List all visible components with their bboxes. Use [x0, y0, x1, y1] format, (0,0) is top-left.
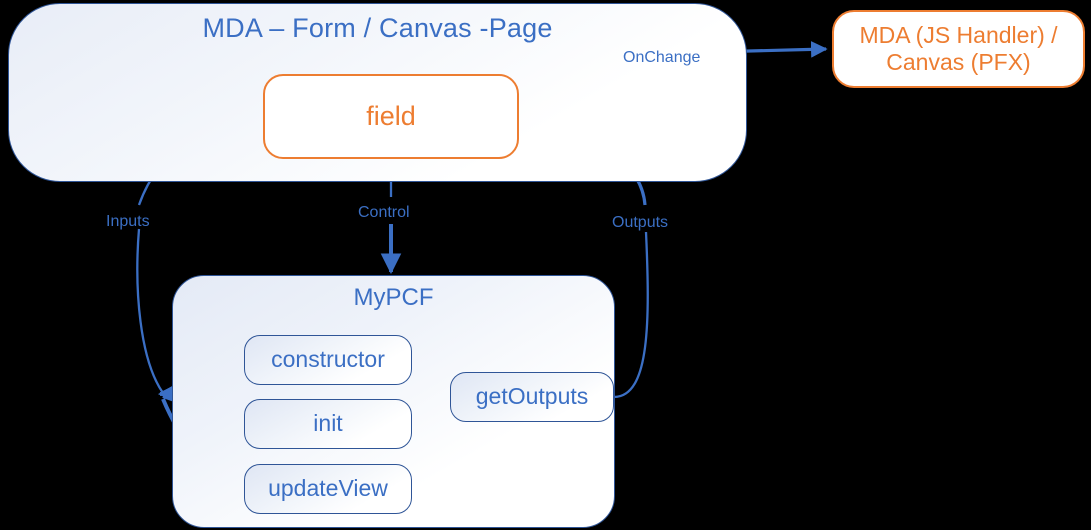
- method-box-getoutputs[interactable]: getOutputs: [450, 372, 614, 422]
- method-box-init[interactable]: init: [244, 399, 412, 449]
- edge-label-inputs: Inputs: [106, 213, 150, 230]
- mda-js-handler-canvas-pfx-box[interactable]: MDA (JS Handler) / Canvas (PFX): [832, 10, 1085, 88]
- mypcf-title: MyPCF: [353, 284, 434, 311]
- method-label-constructor: constructor: [271, 346, 385, 373]
- method-box-updateview[interactable]: updateView: [244, 464, 412, 514]
- mda-container-title: MDA – Form / Canvas -Page: [202, 13, 553, 43]
- handler-line-1: MDA (JS Handler) /: [859, 21, 1058, 48]
- edge-outputs-lower: [613, 231, 649, 399]
- method-box-constructor[interactable]: constructor: [244, 335, 412, 385]
- handler-line-2: Canvas (PFX): [886, 49, 1031, 75]
- edge-label-onchange: OnChange: [623, 49, 701, 66]
- field-label: field: [366, 100, 416, 131]
- method-label-init: init: [313, 410, 343, 437]
- edge-inputs-lower: [136, 228, 164, 394]
- method-label-updateview: updateView: [268, 475, 388, 502]
- edge-label-control: Control: [358, 204, 410, 221]
- edge-label-outputs: Outputs: [612, 214, 669, 231]
- field-box[interactable]: field: [263, 74, 519, 159]
- method-label-getoutputs: getOutputs: [475, 383, 589, 410]
